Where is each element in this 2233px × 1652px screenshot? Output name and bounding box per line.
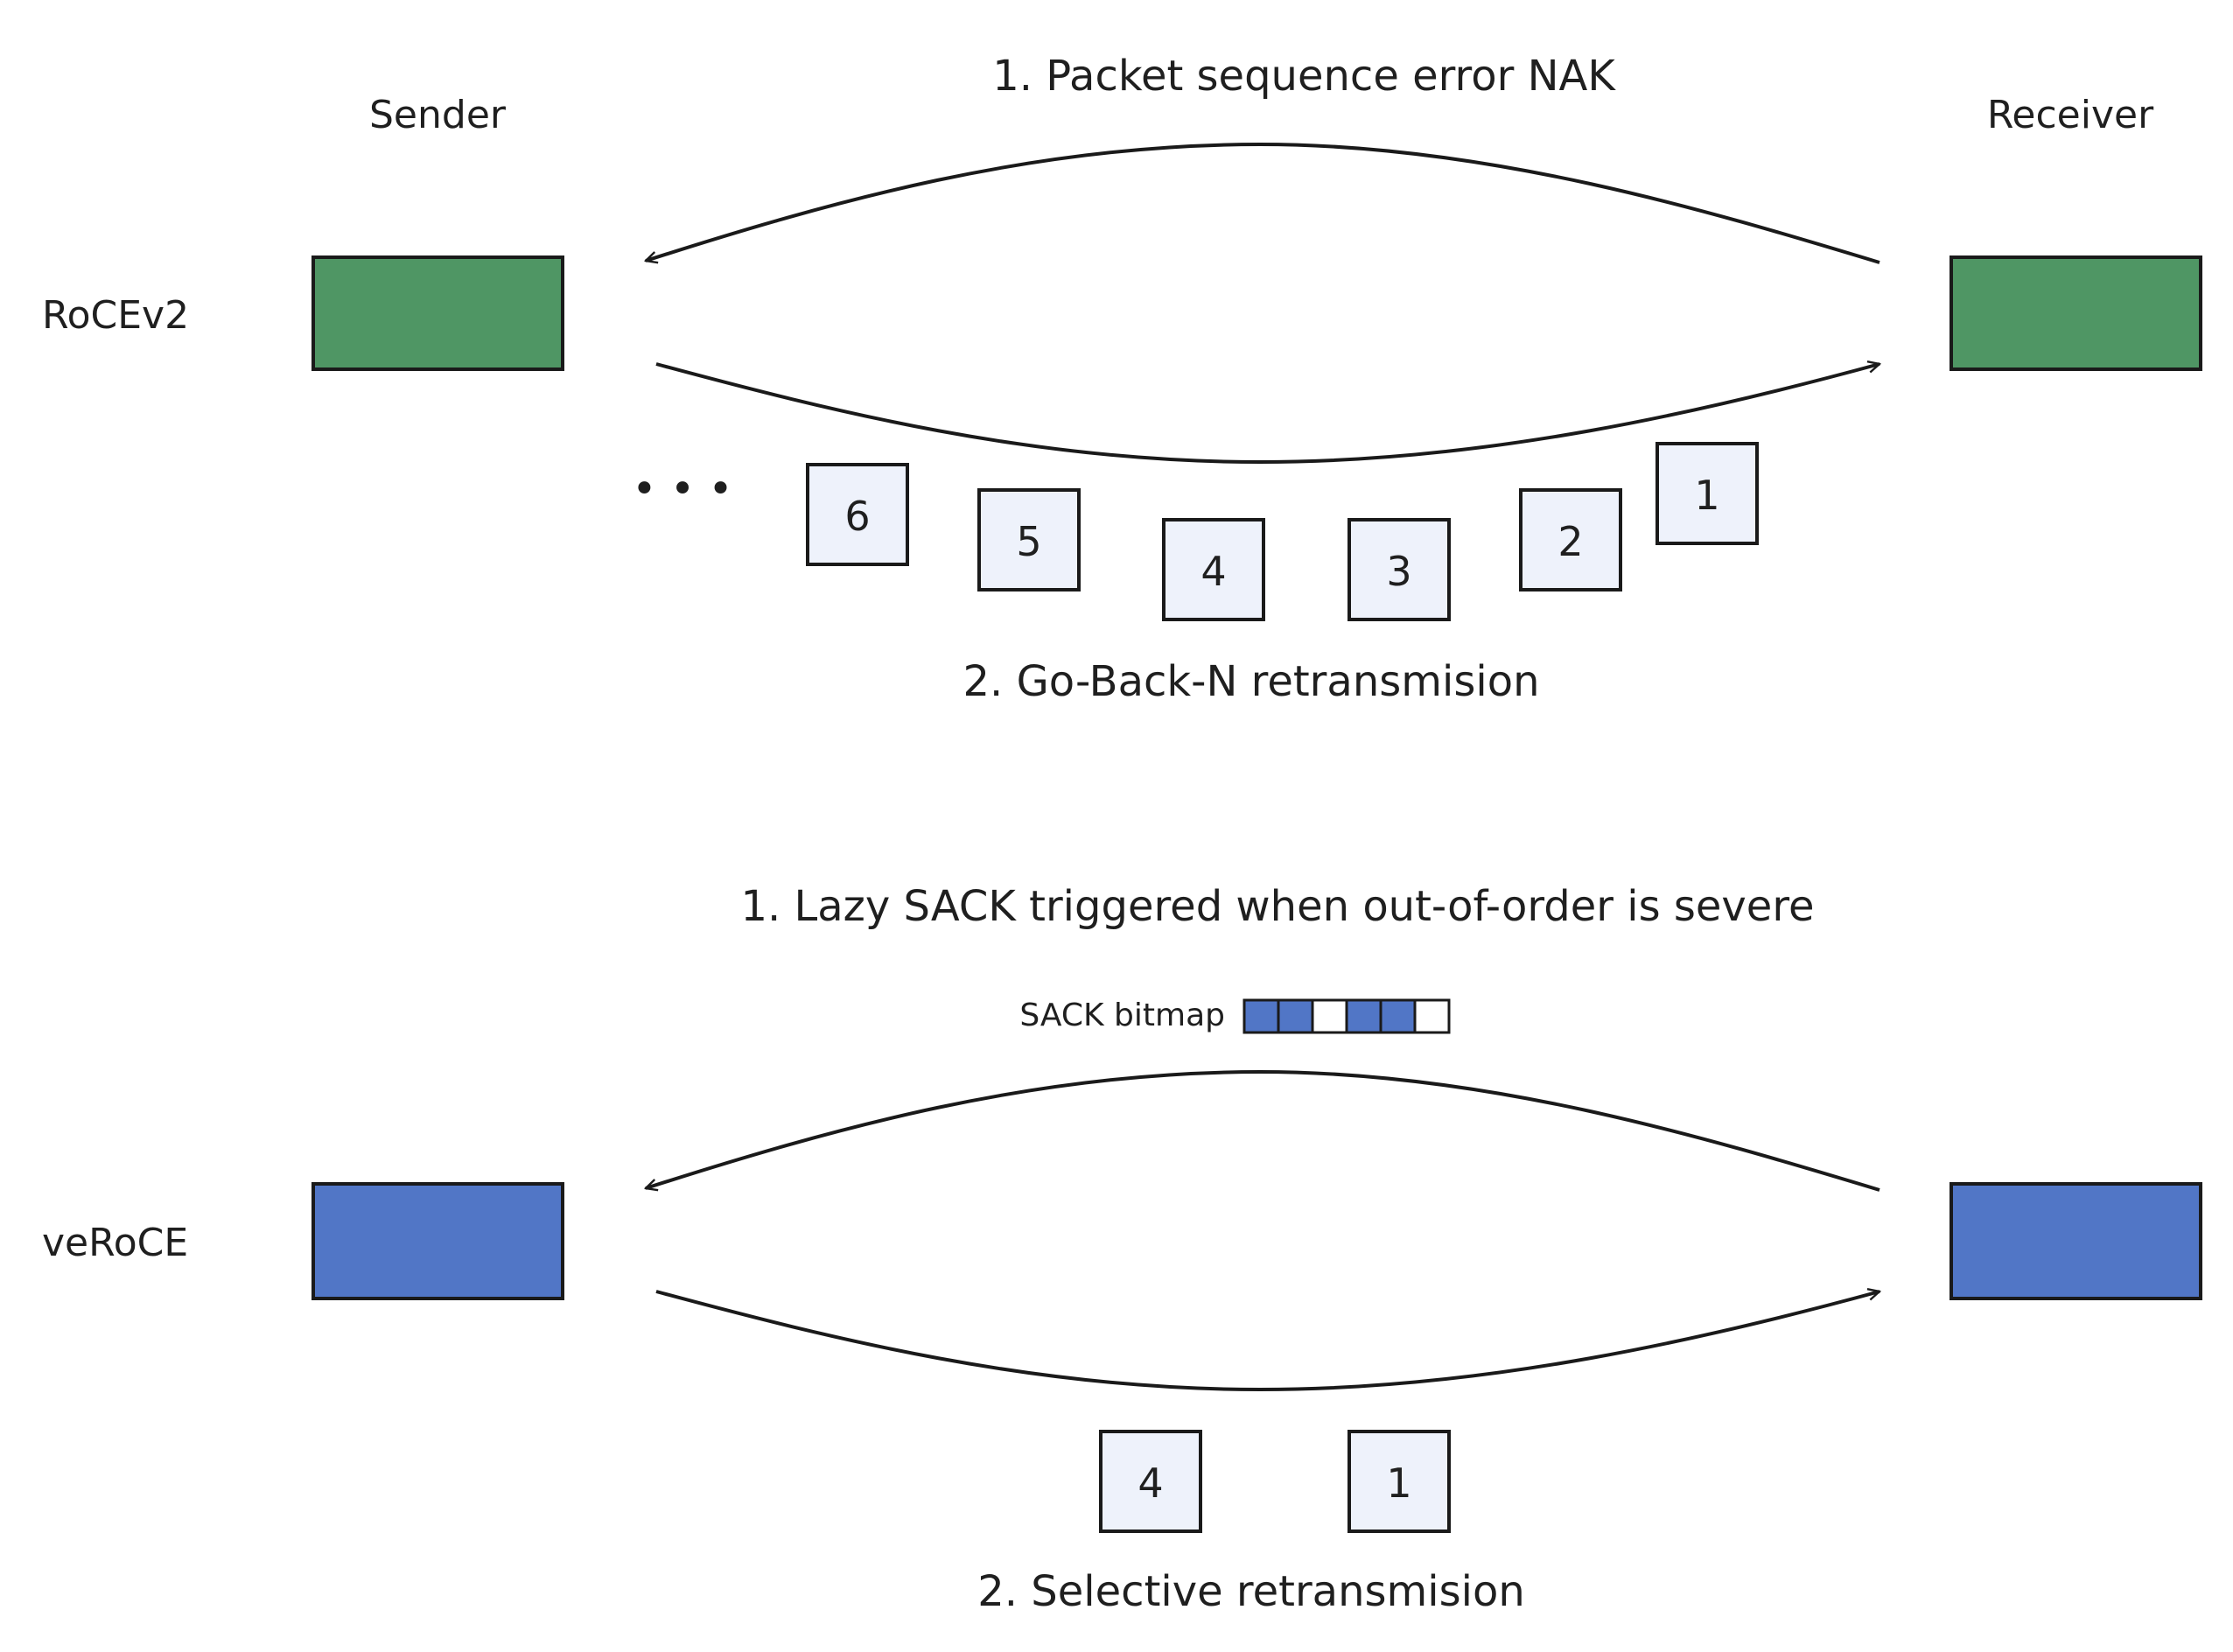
sack-bitmap-label: SACK bitmap: [1019, 998, 1225, 1033]
bitmap-cell-set: [1379, 998, 1417, 1034]
veroce-section: 1. Lazy SACK triggered when out-of-order…: [42, 882, 2202, 1616]
bitmap-cell-set: [1277, 998, 1314, 1034]
rocev2-label: RoCEv2: [42, 293, 189, 338]
rocev2-nak-caption: 1. Packet sequence error NAK: [992, 52, 1616, 101]
rocev2-packet-1: 1: [1656, 442, 1759, 545]
rocev2-data-arrow: [655, 364, 1880, 465]
receiver-label: Receiver: [1987, 93, 2154, 137]
packet-number: 6: [844, 493, 870, 540]
bitmap-cell-empty: [1311, 998, 1348, 1034]
rocev2-packet-2: 2: [1519, 488, 1622, 592]
veroce-retransmission-caption: 2. Selective retransmision: [977, 1567, 1525, 1616]
bitmap-cell-set: [1345, 998, 1382, 1034]
packet-number: 3: [1386, 548, 1411, 595]
rocev2-packet-6: 6: [806, 463, 909, 566]
veroce-sack-arrow: [646, 1069, 1880, 1192]
packet-box: [1519, 488, 1622, 592]
rocev2-retransmission-caption: 2. Go-Back-N retransmision: [963, 657, 1540, 706]
sender-label: Sender: [369, 93, 507, 137]
packet-box: [1162, 518, 1265, 621]
packet-box: [1656, 442, 1759, 545]
rocev2-section: RoCEv2 1. Packet sequence error NAK • • …: [42, 52, 2202, 706]
veroce-caption-sack: 1. Lazy SACK triggered when out-of-order…: [740, 882, 1814, 931]
veroce-sender-box: [312, 1182, 564, 1300]
packet-number: 2: [1558, 518, 1583, 565]
packet-number: 4: [1200, 548, 1226, 595]
veroce-label: veRoCE: [42, 1221, 188, 1265]
rocev2-sender-box: [312, 256, 564, 371]
rocev2-ellipsis: • • •: [632, 465, 732, 514]
packet-number: 5: [1016, 518, 1041, 565]
rocev2-packet-4: 4: [1162, 518, 1265, 621]
rocev2-packet-5: 5: [977, 488, 1081, 592]
rocev2-receiver-box: [1950, 256, 2202, 371]
veroce-data-arrow: [655, 1292, 1880, 1392]
veroce-packet-4: 4: [1099, 1430, 1202, 1533]
sack-bitmap: [1242, 998, 1451, 1034]
packet-number: 1: [1386, 1460, 1411, 1507]
packet-box: [1348, 518, 1451, 621]
rocev2-packet-3: 3: [1348, 518, 1451, 621]
packet-box: [977, 488, 1081, 592]
packet-number: 1: [1694, 472, 1719, 519]
bitmap-cell-empty: [1413, 998, 1451, 1034]
rocev2-nak-arrow: [646, 142, 1880, 264]
veroce-packet-1: 1: [1348, 1430, 1451, 1533]
veroce-receiver-box: [1950, 1182, 2202, 1300]
packet-box: [806, 463, 909, 566]
bitmap-cell-set: [1242, 998, 1280, 1034]
packet-box: [1348, 1430, 1451, 1533]
packet-box: [1099, 1430, 1202, 1533]
packet-number: 4: [1138, 1460, 1163, 1507]
